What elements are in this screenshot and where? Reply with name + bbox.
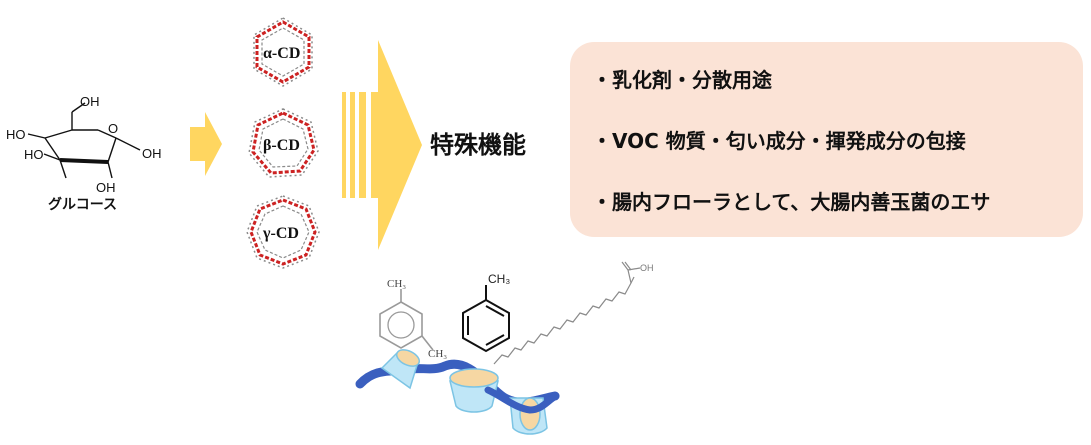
cd-label-alpha: α-CD — [263, 45, 300, 62]
glucose-label-oh-top: OH — [80, 94, 100, 109]
acid-oh-label: OH — [640, 263, 654, 273]
use-item-emulsifier: ・乳化剤・分散用途 — [592, 68, 773, 92]
glucose-label-ho-lower: HO — [24, 147, 44, 162]
uses-panel — [570, 42, 1083, 237]
cd-ring-gamma — [246, 195, 320, 269]
glucose-structure — [27, 102, 141, 179]
carboxyl-group — [621, 261, 641, 284]
use-item-gut-flora: ・腸内フローラとして、大腸内善玉菌のエサ — [592, 190, 990, 214]
xylene-molecule — [379, 289, 434, 351]
polymer-chain-front — [484, 386, 560, 414]
xylene-ch3-top-label: CH₃ — [387, 278, 406, 290]
arrow-glucose-to-cd — [190, 112, 222, 176]
cd-label-gamma: γ-CD — [262, 225, 299, 242]
cd-ring-beta — [248, 108, 319, 178]
glucose-label-oh-bottom: OH — [96, 180, 116, 195]
toluene-molecule — [462, 285, 510, 353]
glucose-label-ring-o: O — [108, 121, 118, 136]
glucose-label-oh-right: OH — [142, 146, 162, 161]
xylene-ch3-bottom-label: CH₃ — [428, 348, 447, 360]
toluene-ch3-label: CH₃ — [488, 272, 510, 286]
cd-label-beta: β-CD — [263, 137, 300, 154]
glucose-label-ho-left: HO — [6, 127, 26, 142]
function-title: 特殊機能 — [430, 131, 526, 159]
fatty-acid-chain — [493, 276, 635, 365]
use-item-voc-inclusion: ・VOC 物質・匂い成分・揮発成分の包接 — [592, 129, 966, 153]
glucose-caption: グルコース — [48, 196, 117, 213]
cd-ring-alpha — [253, 17, 313, 87]
arrow-cd-to-function — [342, 40, 422, 250]
cd-cone-1 — [380, 349, 421, 390]
